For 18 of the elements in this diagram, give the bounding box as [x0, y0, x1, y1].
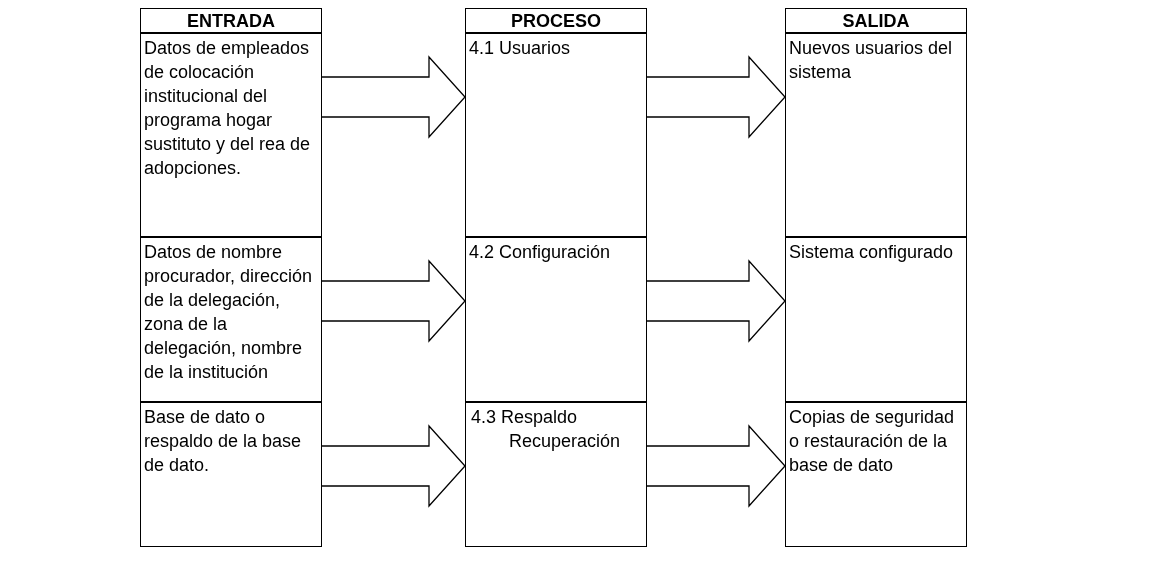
block-arrow [321, 424, 466, 508]
block-arrow [646, 259, 786, 343]
block-arrow [646, 424, 786, 508]
block-arrow [321, 55, 466, 139]
table-cell: 4.3 Respaldo Recuperación [465, 402, 647, 547]
table-cell: Sistema configurado [785, 237, 967, 402]
column-header: ENTRADA [140, 8, 322, 33]
block-arrow [646, 55, 786, 139]
column-header: SALIDA [785, 8, 967, 33]
table-cell: 4.2 Configuración [465, 237, 647, 402]
table-cell: Base de dato o respaldo de la base de dato. [140, 402, 322, 547]
table-cell: Copias de seguridad o restauración de la base de dato [785, 402, 967, 547]
table-cell: Datos de empleados de colocación institucional del programa hogar sustituto y del rea de adopciones. [140, 33, 322, 237]
block-arrow [321, 259, 466, 343]
table-cell: Nuevos usuarios del sistema [785, 33, 967, 237]
table-cell: 4.1 Usuarios [465, 33, 647, 237]
column-header: PROCESO [465, 8, 647, 33]
table-cell: Datos de nombre procurador, dirección de la delegación, zona de la delegación, nombre de la institución [140, 237, 322, 402]
